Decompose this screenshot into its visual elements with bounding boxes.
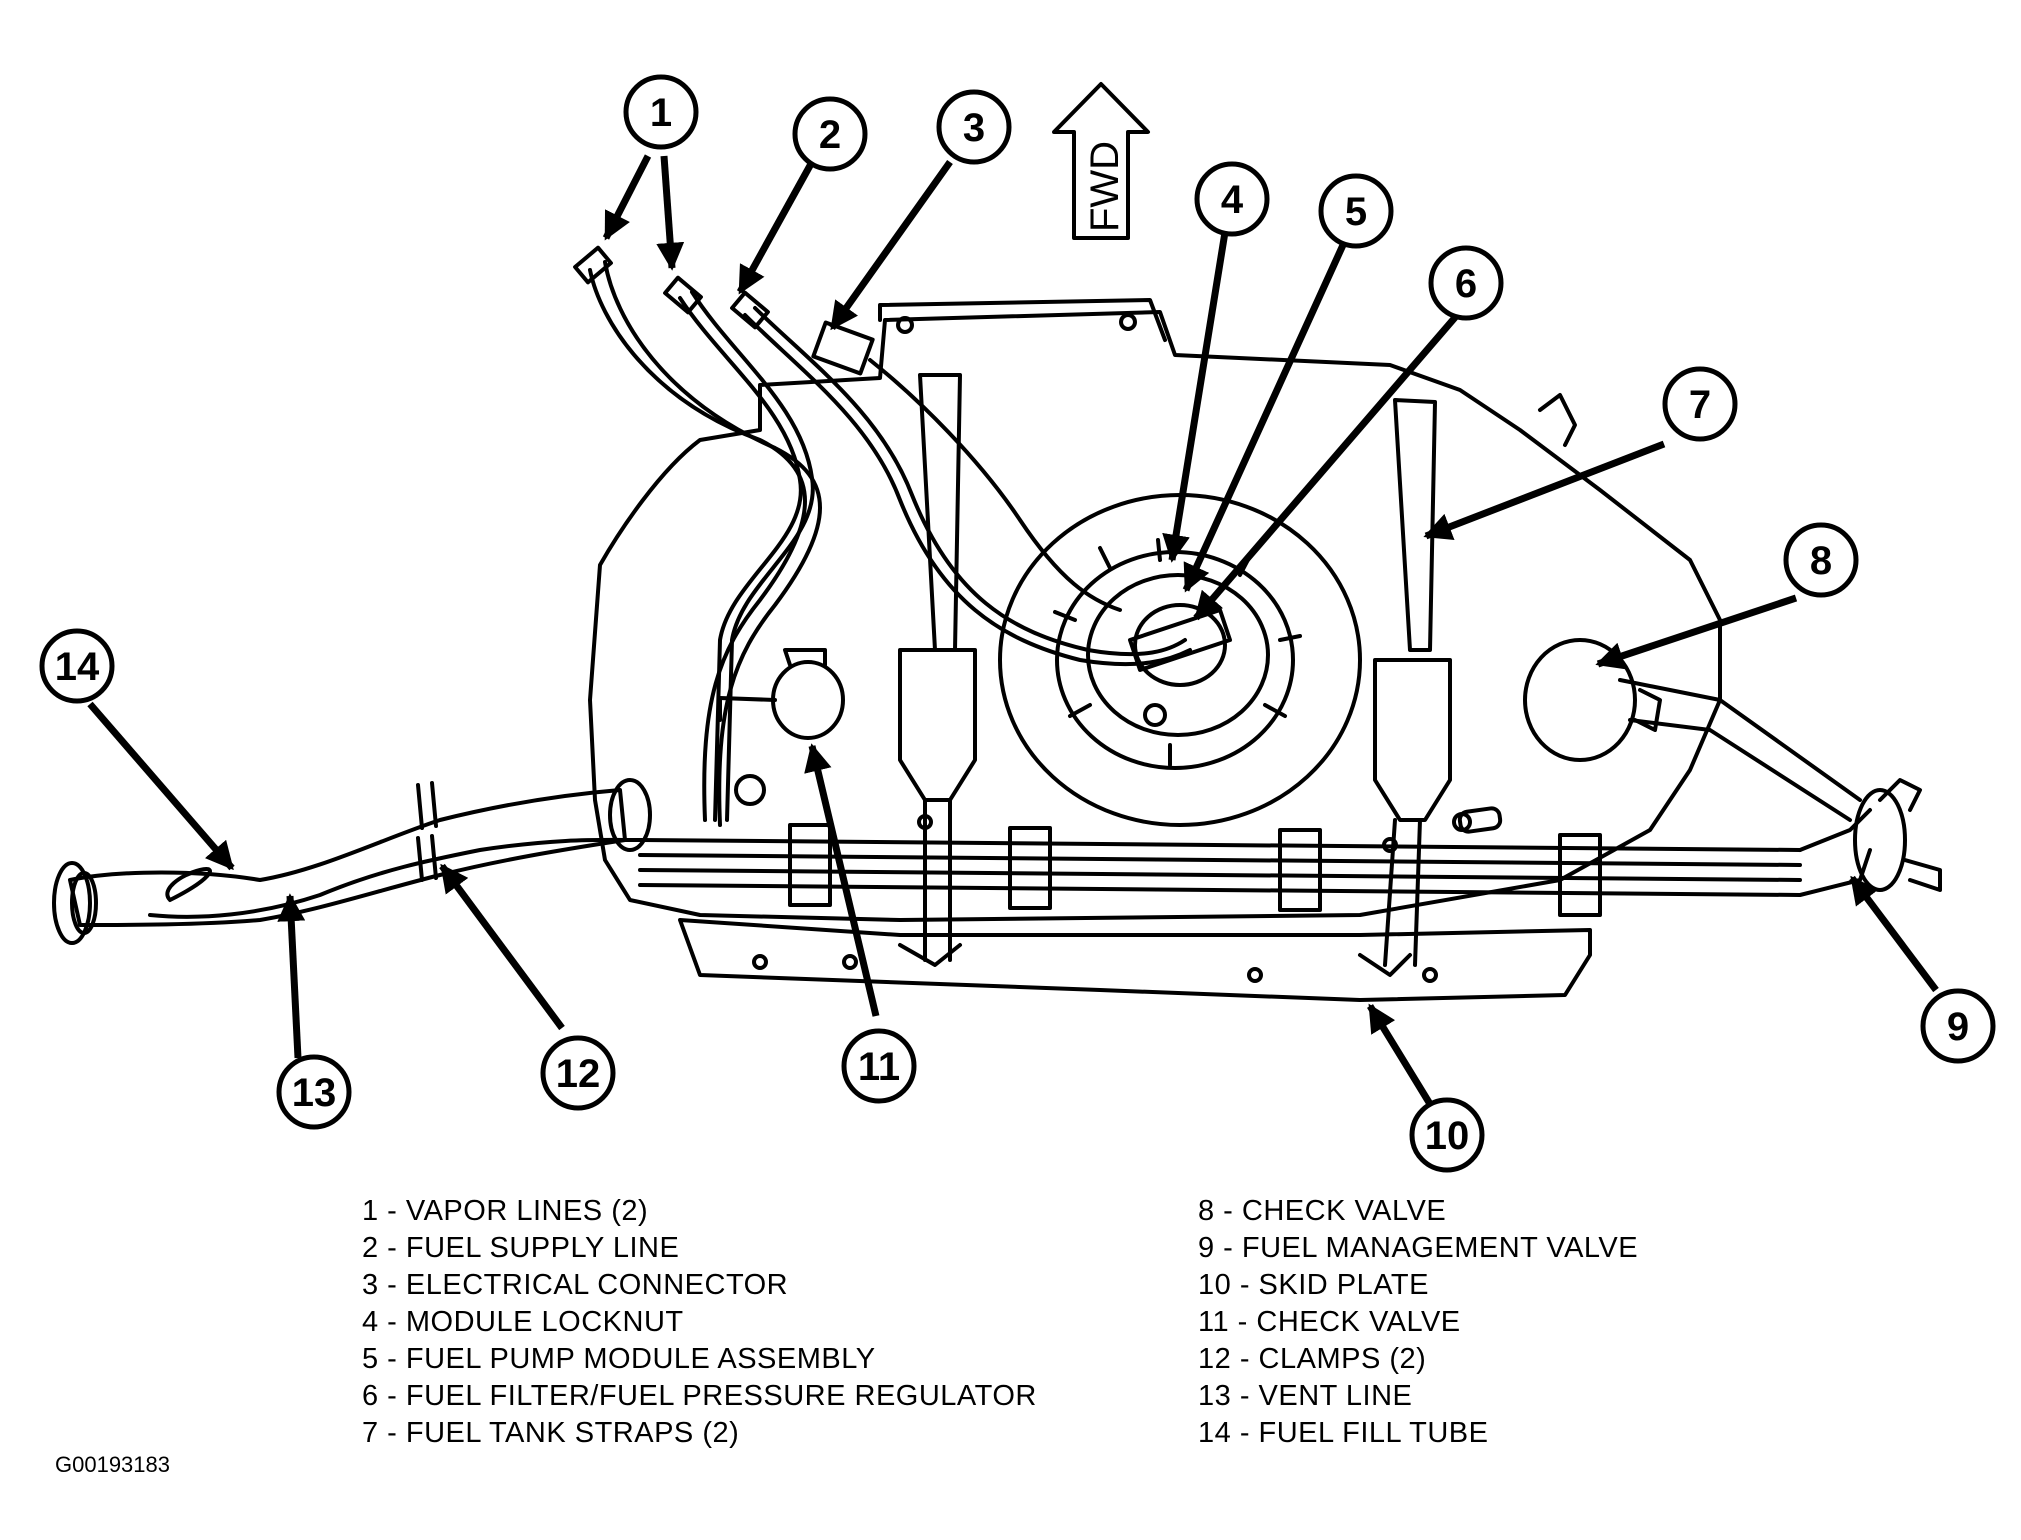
tank-top-flange	[878, 298, 1167, 342]
electrical-connector	[811, 320, 875, 376]
legend-item: 12 - CLAMPS (2)	[1198, 1343, 1427, 1375]
leader-1b	[656, 155, 685, 271]
callout-number: 1	[650, 91, 672, 135]
callout-circle	[841, 1028, 917, 1104]
callout-number: 4	[1221, 178, 1244, 222]
leader-5	[1182, 232, 1352, 593]
leader-13	[277, 893, 306, 1059]
callout-5: 5	[1318, 173, 1394, 249]
fuel-tank-outline	[588, 310, 1722, 922]
callout-circle	[1662, 366, 1738, 442]
pump-module-outer	[998, 493, 1362, 827]
bundled-lines	[638, 838, 1872, 897]
fuel-fill-tube	[68, 788, 627, 927]
callout-2: 2	[792, 96, 868, 172]
callout-8: 8	[1783, 522, 1859, 598]
legend-item: 9 - FUEL MANAGEMENT VALVE	[1198, 1232, 1639, 1264]
legend-item: 14 - FUEL FILL TUBE	[1198, 1417, 1489, 1449]
callout-1: 1	[623, 74, 699, 150]
callout-circle	[39, 628, 115, 704]
legend-item: 13 - VENT LINE	[1198, 1380, 1413, 1412]
legend-item: 10 - SKID PLATE	[1198, 1269, 1429, 1301]
legend-item: 2 - FUEL SUPPLY LINE	[362, 1232, 680, 1264]
legend-item: 1 - VAPOR LINES (2)	[362, 1195, 649, 1227]
fwd-label: FWD	[1083, 141, 1127, 232]
leader-12	[439, 863, 565, 1031]
fuel-management-valve	[1853, 788, 1907, 892]
callout-12: 12	[540, 1035, 616, 1111]
callout-13: 13	[276, 1054, 352, 1130]
callout-10: 10	[1409, 1097, 1485, 1173]
callout-circle	[1194, 161, 1270, 237]
callout-4: 4	[1194, 161, 1270, 237]
callout-number: 8	[1810, 539, 1832, 583]
leader-1a	[602, 154, 652, 241]
callout-number: 11	[858, 1045, 900, 1089]
check-valve-8	[1523, 638, 1637, 762]
leader-8	[1595, 594, 1798, 670]
callout-circle	[1409, 1097, 1485, 1173]
figure-id: G00193183	[55, 1452, 170, 1477]
callout-number: 3	[963, 106, 985, 150]
tank-strap-left	[918, 373, 962, 652]
check-valve-11	[771, 660, 845, 740]
callout-number: 6	[1455, 262, 1477, 306]
vapor-line-a	[588, 268, 807, 822]
legend-item: 7 - FUEL TANK STRAPS (2)	[362, 1417, 740, 1449]
callout-circle	[276, 1054, 352, 1130]
vent-line	[148, 837, 642, 919]
callout-number: 14	[55, 645, 100, 689]
legend-left: 1 - VAPOR LINES (2) 2 - FUEL SUPPLY LINE 3…	[362, 1193, 1037, 1452]
legend-item: 6 - FUEL FILTER/FUEL PRESSURE REGULATOR	[362, 1380, 1037, 1412]
clamp-12	[416, 781, 438, 882]
vapor-line-b	[678, 296, 803, 822]
callout-circle	[540, 1035, 616, 1111]
leader-10	[1367, 1003, 1433, 1106]
leader-4	[1162, 225, 1230, 563]
forward-arrow: FWD	[1052, 82, 1150, 240]
callout-6: 6	[1428, 245, 1504, 321]
callout-9: 9	[1920, 988, 1996, 1064]
callout-7: 7	[1662, 366, 1738, 442]
callout-number: 7	[1689, 383, 1711, 427]
legend-item: 5 - FUEL PUMP MODULE ASSEMBLY	[362, 1343, 876, 1375]
callout-circle	[623, 74, 699, 150]
callout-number: 2	[819, 113, 841, 157]
legend-item: 11 - CHECK VALVE	[1198, 1306, 1461, 1338]
callout-number: 12	[556, 1052, 601, 1096]
leader-3	[829, 159, 953, 331]
leader-9	[1849, 875, 1939, 993]
callout-circle	[1783, 522, 1859, 598]
legend-item: 4 - MODULE LOCKNUT	[362, 1306, 684, 1338]
callout-3: 3	[936, 89, 1012, 165]
callout-number: 5	[1345, 190, 1367, 234]
callout-circle	[936, 89, 1012, 165]
fuel-supply-line	[743, 313, 1192, 667]
callout-number: 10	[1425, 1114, 1470, 1158]
callout-number: 9	[1947, 1005, 1969, 1049]
callout-11: 11	[841, 1028, 917, 1104]
callout-number: 13	[292, 1071, 337, 1115]
callout-circle	[792, 96, 868, 172]
leader-14	[87, 701, 235, 871]
callout-circle	[1428, 245, 1504, 321]
skid-plate	[678, 918, 1592, 1002]
callout-circle	[1920, 988, 1996, 1064]
callout-circle	[1318, 173, 1394, 249]
leader-6	[1193, 311, 1461, 621]
leader-2	[736, 160, 816, 295]
legend-right: 8 - CHECK VALVE 9 - FUEL MANAGEMENT VALVE…	[1198, 1193, 1638, 1452]
legend-item: 8 - CHECK VALVE	[1198, 1195, 1447, 1227]
tank-strap-right	[1393, 398, 1437, 652]
leader-7	[1423, 440, 1666, 540]
legend-item: 3 - ELECTRICAL CONNECTOR	[362, 1269, 789, 1301]
callout-14: 14	[39, 628, 115, 704]
leader-11	[804, 743, 880, 1017]
